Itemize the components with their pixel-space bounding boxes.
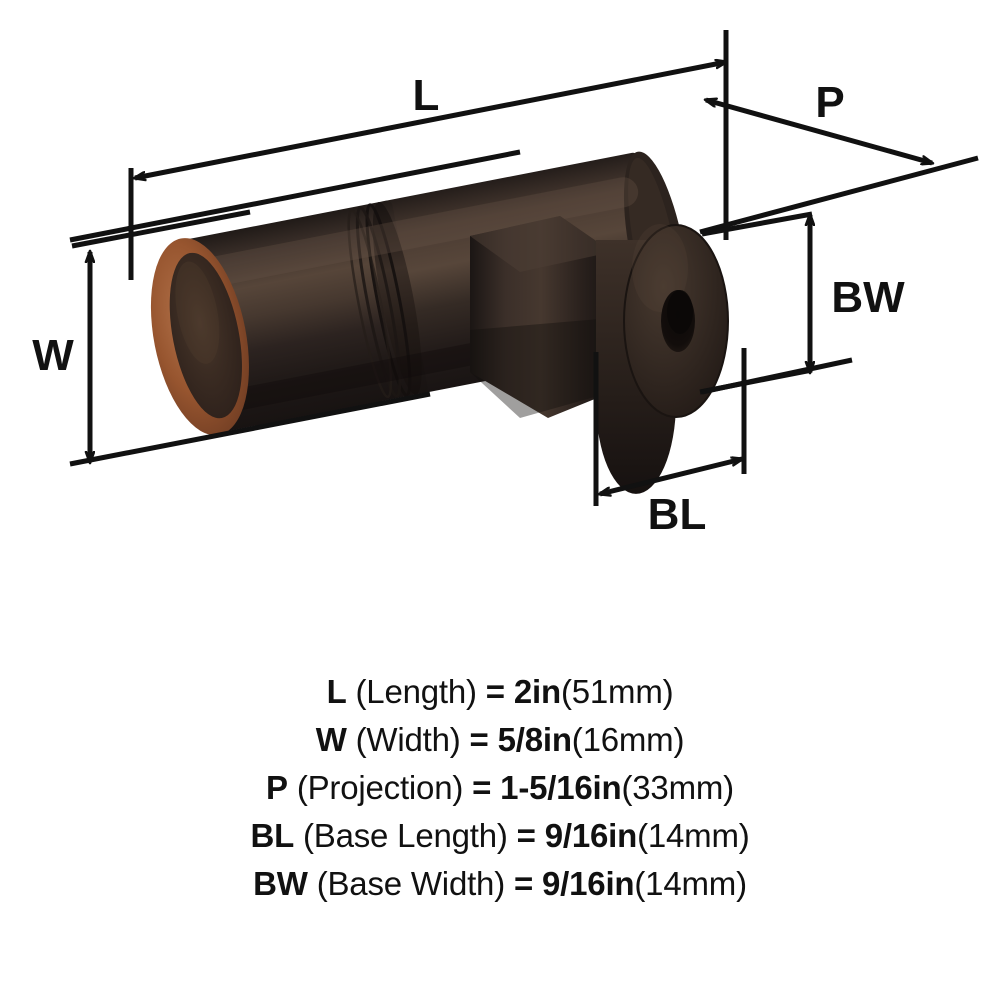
extension-line-width-top — [71, 209, 251, 249]
witness-line-base-length — [701, 357, 853, 395]
dimension-line-length — [135, 62, 726, 178]
spec-row-projection: P (Projection) = 1-5/16in(33mm) — [0, 764, 1000, 812]
spec-row-base-length: BL (Base Length) = 9/16in(14mm) — [0, 812, 1000, 860]
spec-equals: = — [469, 721, 489, 758]
label-base-width: BW — [831, 273, 905, 322]
spec-abbr: L — [326, 673, 347, 710]
spec-descriptor: (Base Length) — [303, 817, 508, 854]
base-face-outline — [623, 224, 729, 418]
spec-equals: = — [472, 769, 492, 806]
label-length: L — [413, 71, 440, 120]
label-projection: P — [815, 78, 844, 127]
spec-abbr: BL — [250, 817, 295, 854]
spec-equals: = — [513, 865, 534, 902]
spec-descriptor: (Width) — [355, 721, 461, 758]
dimension-line-base-length — [600, 459, 742, 494]
extension-line-width-bottom — [69, 391, 431, 467]
spec-metric: (33mm) — [621, 769, 734, 806]
spec-metric: (16mm) — [571, 721, 685, 758]
spec-descriptor: (Length) — [355, 673, 478, 710]
knob-illustration-area: L P BW W BL — [32, 30, 979, 539]
spec-metric: (51mm) — [560, 673, 674, 710]
spec-value: 1-5/16in — [500, 769, 622, 806]
spec-row-base-width: BW (Base Width) = 9/16in(14mm) — [0, 860, 1000, 908]
spec-equals: = — [516, 817, 536, 854]
spec-value: 9/16in — [542, 865, 635, 902]
stem-body — [470, 216, 612, 418]
spec-equals: = — [485, 673, 505, 710]
decorative-rings — [347, 202, 422, 399]
label-width: W — [32, 331, 74, 380]
witness-line-length-lower — [69, 149, 521, 243]
spec-descriptor: (Projection) — [296, 769, 464, 806]
dimension-specification-list: L (Length) = 2in(51mm) W (Width) = 5/8in… — [0, 668, 1000, 908]
extension-line-base-width-top — [701, 211, 813, 237]
spec-abbr: BW — [253, 865, 308, 902]
spec-value: 5/8in — [497, 721, 572, 758]
knob-mounting-base — [596, 224, 729, 494]
spec-value: 9/16in — [544, 817, 638, 854]
knob-3d-render — [150, 151, 729, 494]
base-face-sheen — [632, 224, 688, 312]
end-cap-sheen — [175, 261, 220, 364]
label-base-length: BL — [648, 490, 707, 539]
spec-abbr: W — [315, 721, 347, 758]
dimension-annotations — [69, 30, 979, 506]
spec-row-length: L (Length) = 2in(51mm) — [0, 668, 1000, 716]
spec-abbr: P — [266, 769, 288, 806]
knob-end-cap — [150, 238, 249, 436]
witness-line-projection — [699, 155, 979, 235]
spec-descriptor: (Base Width) — [316, 865, 506, 902]
barrel-highlight — [190, 177, 639, 289]
spec-metric: (14mm) — [637, 817, 750, 854]
spec-row-width: W (Width) = 5/8in(16mm) — [0, 716, 1000, 764]
stem-under-shadow — [470, 318, 612, 418]
stem-top-highlight — [470, 216, 612, 272]
screw-hole-depth — [667, 290, 693, 334]
dimension-line-projection — [706, 100, 932, 163]
spec-metric: (14mm) — [634, 865, 747, 902]
spec-value: 2in — [513, 673, 561, 710]
knob-diagram-svg: L P BW W BL — [32, 30, 979, 539]
knob-mounting-stem — [470, 216, 612, 418]
end-cap-face — [169, 252, 242, 419]
